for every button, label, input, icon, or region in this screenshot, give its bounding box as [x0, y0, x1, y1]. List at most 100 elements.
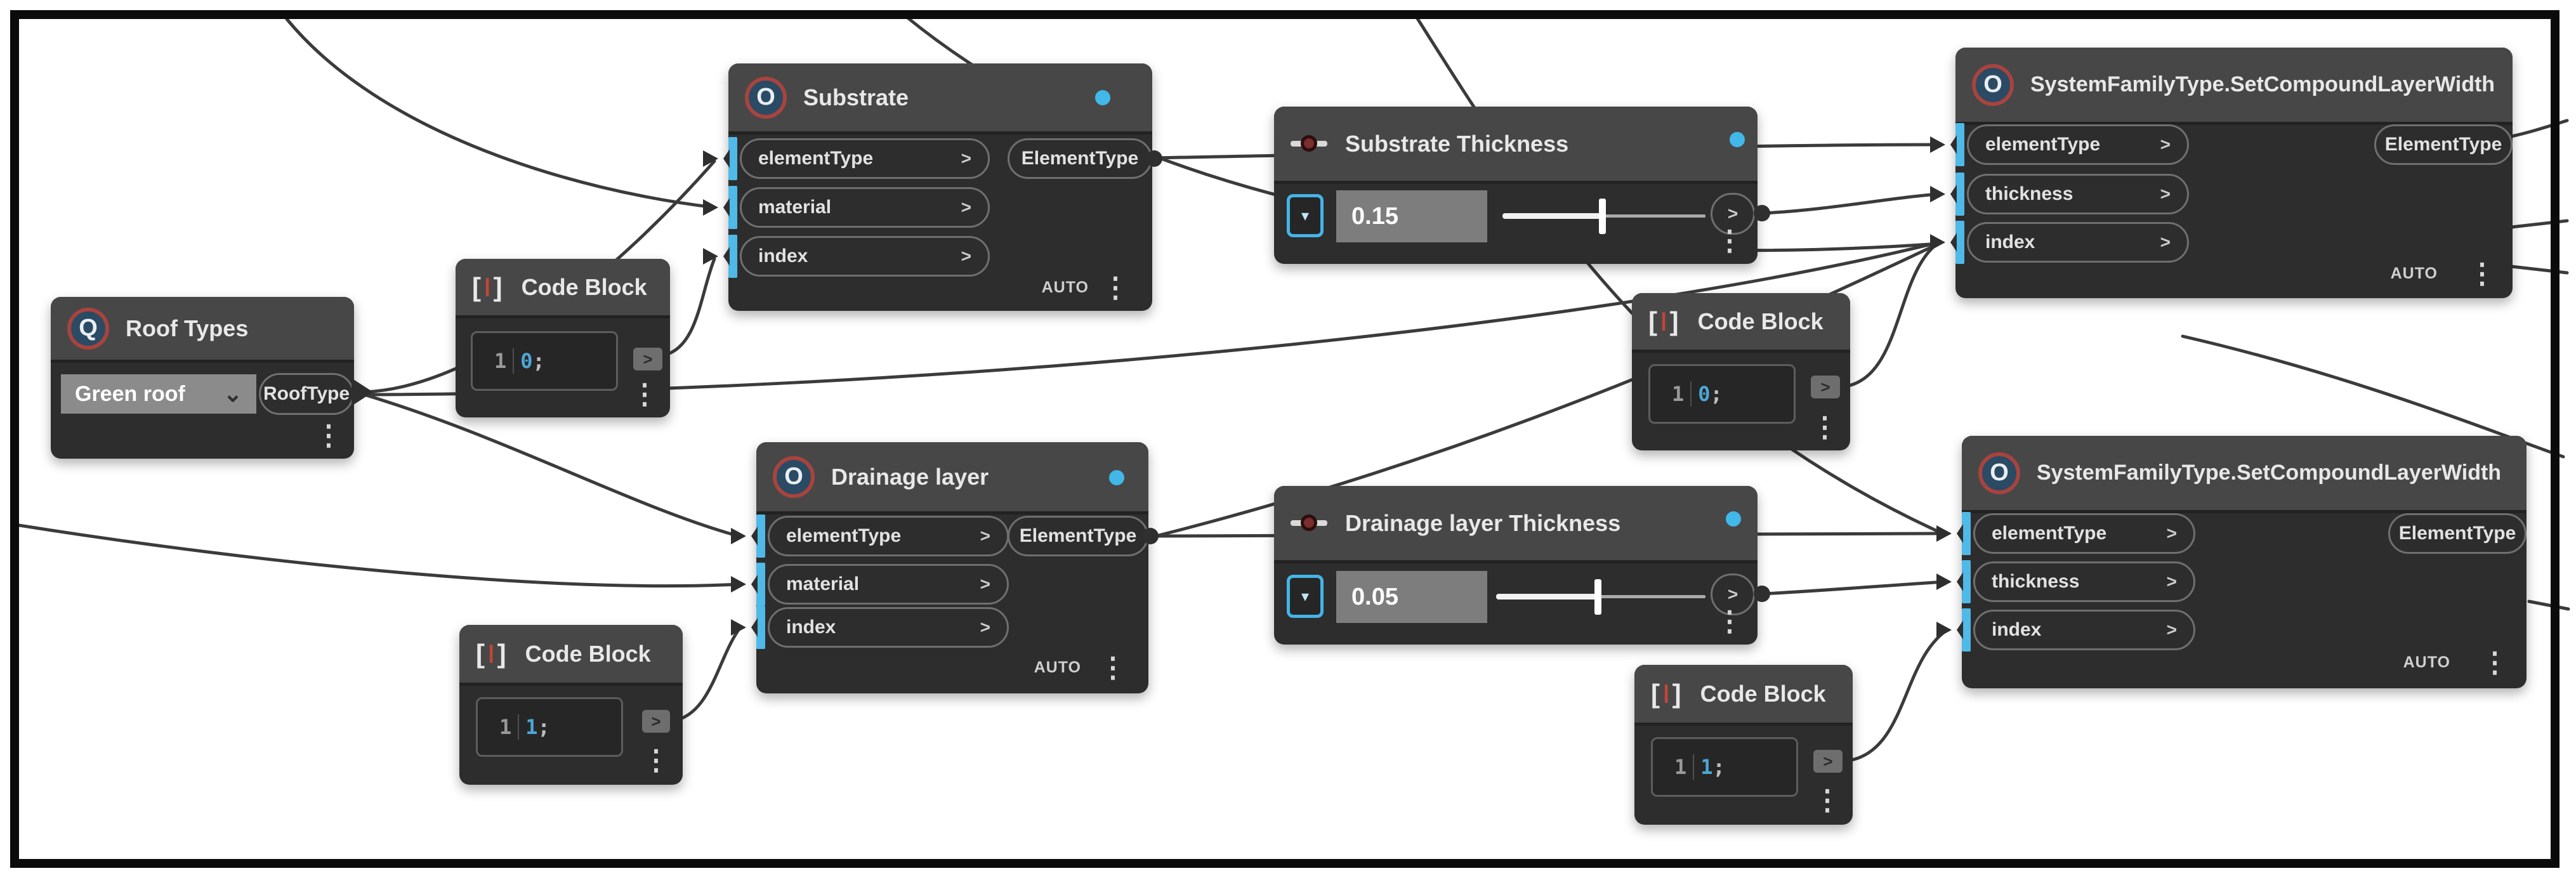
setwidth-top-output-port[interactable]: ElementType [2374, 124, 2513, 165]
code-block-menu-icon[interactable]: ⋮ [631, 379, 659, 410]
drainage-input-material[interactable]: material > [768, 564, 1009, 605]
code-input[interactable]: 1 0 ; [1648, 364, 1796, 424]
drainage-input-index[interactable]: index > [768, 607, 1009, 648]
slider-handle[interactable] [1599, 199, 1606, 234]
substrate-thickness-header[interactable]: Substrate Thickness [1274, 107, 1758, 184]
code-input[interactable]: 1 1 ; [1651, 737, 1798, 797]
wire-right-passthrough-1[interactable] [2509, 219, 2569, 229]
node-drainage-thickness[interactable]: Drainage layer Thickness ▾ 0.05 > ⋮ [1274, 486, 1770, 645]
setwidth-bottom-header[interactable]: O SystemFamilyType.SetCompoundLayerWidth [1962, 436, 2527, 513]
code-block-output-port[interactable]: > [642, 710, 670, 733]
wire-bottom-out-to-rightborder[interactable] [2527, 600, 2570, 611]
substrate-output-nub[interactable] [1146, 150, 1162, 167]
lacing-label[interactable]: AUTO [1034, 658, 1081, 676]
wire-drainthickness-to-bottom-thickness[interactable] [1762, 580, 1947, 596]
input-nub[interactable] [703, 198, 730, 217]
roof-types-menu-icon[interactable]: ⋮ [315, 420, 343, 451]
input-nub[interactable] [1930, 135, 1957, 154]
code-block-header[interactable]: [I] Code Block [456, 259, 670, 318]
code-block-menu-icon[interactable]: ⋮ [1811, 412, 1839, 443]
drainage-header[interactable]: O Drainage layer [756, 442, 1148, 514]
wire-topborder-to-substrate-material[interactable] [285, 17, 716, 209]
input-nub[interactable] [1930, 185, 1957, 204]
code-input[interactable]: 1 1 ; [476, 697, 623, 757]
setwidth-bottom-input-elementtype[interactable]: elementType > [1973, 513, 2195, 554]
substrate-input-material[interactable]: material > [740, 187, 990, 228]
substrate-input-elementtype[interactable]: elementType > [740, 138, 990, 179]
substrate-output-port[interactable]: ElementType [1008, 138, 1152, 179]
wire-codeblock2-to-top-index[interactable] [1839, 240, 1941, 389]
node-setcompoundlayerwidth-bottom[interactable]: O SystemFamilyType.SetCompoundLayerWidth… [1936, 436, 2527, 688]
setwidth-bottom-input-thickness[interactable]: thickness > [1973, 561, 2195, 602]
substrate-thickness-output-port[interactable]: > [1711, 193, 1755, 235]
substrate-header[interactable]: O Substrate [728, 63, 1152, 134]
drainage-output-nub[interactable] [1142, 528, 1159, 544]
input-nub[interactable] [1936, 524, 1963, 543]
code-block-output-port[interactable]: > [1813, 750, 1843, 773]
drainage-thickness-header[interactable]: Drainage layer Thickness [1274, 486, 1758, 563]
drainage-thickness-menu-icon[interactable]: ⋮ [1716, 606, 1744, 637]
setwidth-top-input-elementtype[interactable]: elementType > [1967, 124, 2189, 165]
wire-codeblock3-to-drainage-index[interactable] [669, 628, 740, 723]
node-code-block-drainage-index[interactable]: [I] Code Block 1 1 ; > ⋮ [459, 625, 683, 785]
input-nub[interactable] [731, 575, 758, 594]
code-block-menu-icon[interactable]: ⋮ [1813, 785, 1841, 816]
code-block-header[interactable]: [I] Code Block [459, 625, 683, 686]
node-roof-types[interactable]: Q Roof Types Green roof ⌄ RoofType ⋮ [51, 297, 373, 459]
input-nub[interactable] [703, 247, 730, 266]
setwidth-bottom-menu-icon[interactable]: ⋮ [2481, 647, 2509, 678]
wire-subthickness-to-top-thickness[interactable] [1762, 192, 1941, 215]
code-block-output-port[interactable]: > [1811, 376, 1840, 398]
input-nub[interactable] [1936, 572, 1963, 591]
slider-track-filled[interactable] [1496, 594, 1598, 600]
roof-types-header[interactable]: Q Roof Types [51, 297, 354, 363]
wire-topborder-diagonal-b[interactable] [1414, 15, 1947, 537]
substrate-input-index[interactable]: index > [740, 236, 990, 277]
preview-dot[interactable] [1095, 90, 1110, 105]
input-nub[interactable] [1930, 233, 1957, 252]
code-block-output-port[interactable]: > [633, 348, 662, 370]
setwidth-bottom-input-index[interactable]: index > [1973, 610, 2195, 650]
code-block-menu-icon[interactable]: ⋮ [642, 745, 670, 776]
node-drainage-layer[interactable]: O Drainage layer elementType > material … [731, 442, 1159, 693]
input-nub[interactable] [703, 149, 730, 168]
drainage-thickness-output-nub[interactable] [1754, 586, 1770, 602]
input-nub[interactable] [731, 527, 758, 546]
expand-button[interactable]: ▾ [1287, 194, 1324, 237]
roof-types-output-port[interactable]: RoofType [259, 373, 354, 415]
lacing-label[interactable]: AUTO [1041, 278, 1089, 296]
code-block-header[interactable]: [I] Code Block [1634, 665, 1853, 726]
wire-codeblock4-to-bottom-index[interactable] [1842, 629, 1947, 763]
setwidth-top-header[interactable]: O SystemFamilyType.SetCompoundLayerWidth [1955, 48, 2513, 125]
wire-rooftype-to-drainage-elementtype[interactable] [362, 393, 740, 538]
setwidth-top-input-index[interactable]: index > [1967, 222, 2189, 263]
lacing-label[interactable]: AUTO [2403, 653, 2450, 671]
wire-right-passthrough-2[interactable] [2509, 265, 2569, 275]
slider-track-rest[interactable] [1598, 595, 1705, 598]
slider-track-filled[interactable] [1502, 213, 1603, 219]
expand-button[interactable]: ▾ [1287, 575, 1324, 618]
input-nub[interactable] [731, 618, 758, 637]
code-block-header[interactable]: [I] Code Block [1632, 293, 1850, 353]
input-nub[interactable] [1936, 620, 1963, 639]
wire-codeblock1-to-substrate-index[interactable] [662, 257, 716, 357]
node-substrate-thickness[interactable]: Substrate Thickness ▾ 0.15 > ⋮ [1274, 107, 1770, 264]
node-substrate[interactable]: O Substrate elementType > material > ind… [703, 63, 1162, 311]
wire-top-out-to-rightborder[interactable] [2509, 119, 2569, 138]
setwidth-bottom-output-port[interactable]: ElementType [2388, 513, 2527, 554]
setwidth-top-input-thickness[interactable]: thickness > [1967, 174, 2189, 214]
preview-dot[interactable] [1109, 470, 1124, 485]
slider-value-field[interactable]: 0.05 [1336, 571, 1487, 623]
slider-value-field[interactable]: 0.15 [1336, 190, 1487, 242]
node-setcompoundlayerwidth-top[interactable]: O SystemFamilyType.SetCompoundLayerWidth… [1930, 48, 2513, 298]
preview-dot[interactable] [1726, 511, 1741, 527]
drainage-input-elementtype[interactable]: elementType > [768, 516, 1009, 556]
substrate-menu-icon[interactable]: ⋮ [1101, 272, 1129, 303]
slider-handle[interactable] [1594, 579, 1601, 615]
code-input[interactable]: 1 0 ; [471, 331, 618, 391]
lacing-label[interactable]: AUTO [2390, 265, 2438, 282]
wire-leftborder-to-drainage-material[interactable] [17, 523, 740, 588]
substrate-thickness-menu-icon[interactable]: ⋮ [1716, 225, 1744, 256]
preview-dot[interactable] [1730, 132, 1745, 147]
slider-track-rest[interactable] [1603, 214, 1705, 218]
